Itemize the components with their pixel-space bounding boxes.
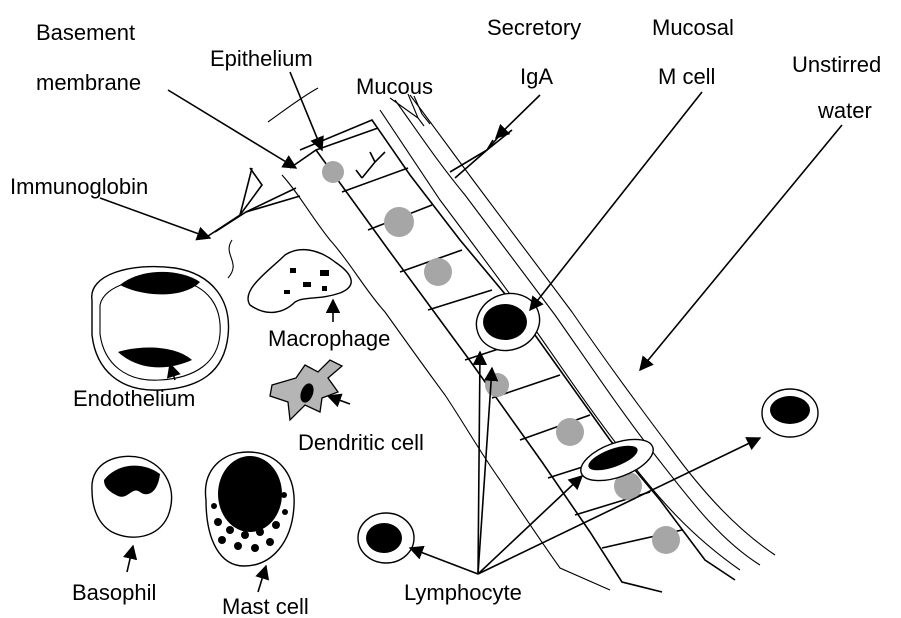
dendritic-cell (270, 360, 342, 420)
label-epithelium: Epithelium (210, 46, 313, 71)
label-unstirred-water-1: Unstirred (792, 52, 881, 77)
label-basophil: Basophil (72, 580, 156, 605)
macrophage-cell (248, 250, 351, 313)
endothelium-vessel (92, 267, 229, 391)
basophil-cell (92, 456, 172, 537)
label-basement-membrane-1: Basement (36, 20, 135, 45)
dendritic-arrow (328, 396, 350, 404)
label-secretory-iga-1: Secretory (487, 15, 581, 40)
lymphocyte-right (762, 389, 818, 437)
label-mucosal-m-cell-1: Mucosal (652, 15, 734, 40)
label-mucous: Mucous (356, 74, 433, 99)
label-secretory-iga-2: IgA (520, 64, 553, 89)
label-endothelium: Endothelium (73, 386, 195, 411)
label-basement-membrane-2: membrane (36, 70, 141, 95)
label-dendritic-cell: Dendritic cell (298, 430, 424, 455)
label-immunoglobin: Immunoglobin (10, 174, 148, 199)
label-mucosal-m-cell-2: M cell (658, 64, 715, 89)
label-mast-cell: Mast cell (222, 594, 309, 618)
label-macrophage: Macrophage (268, 326, 390, 351)
mast-cell-arrow (258, 566, 266, 592)
lymphocyte-left (358, 513, 414, 563)
mast-cell (205, 452, 294, 566)
label-lymphocyte: Lymphocyte (404, 580, 522, 605)
basophil-arrow (127, 546, 133, 572)
label-unstirred-water-2: water (817, 98, 872, 123)
